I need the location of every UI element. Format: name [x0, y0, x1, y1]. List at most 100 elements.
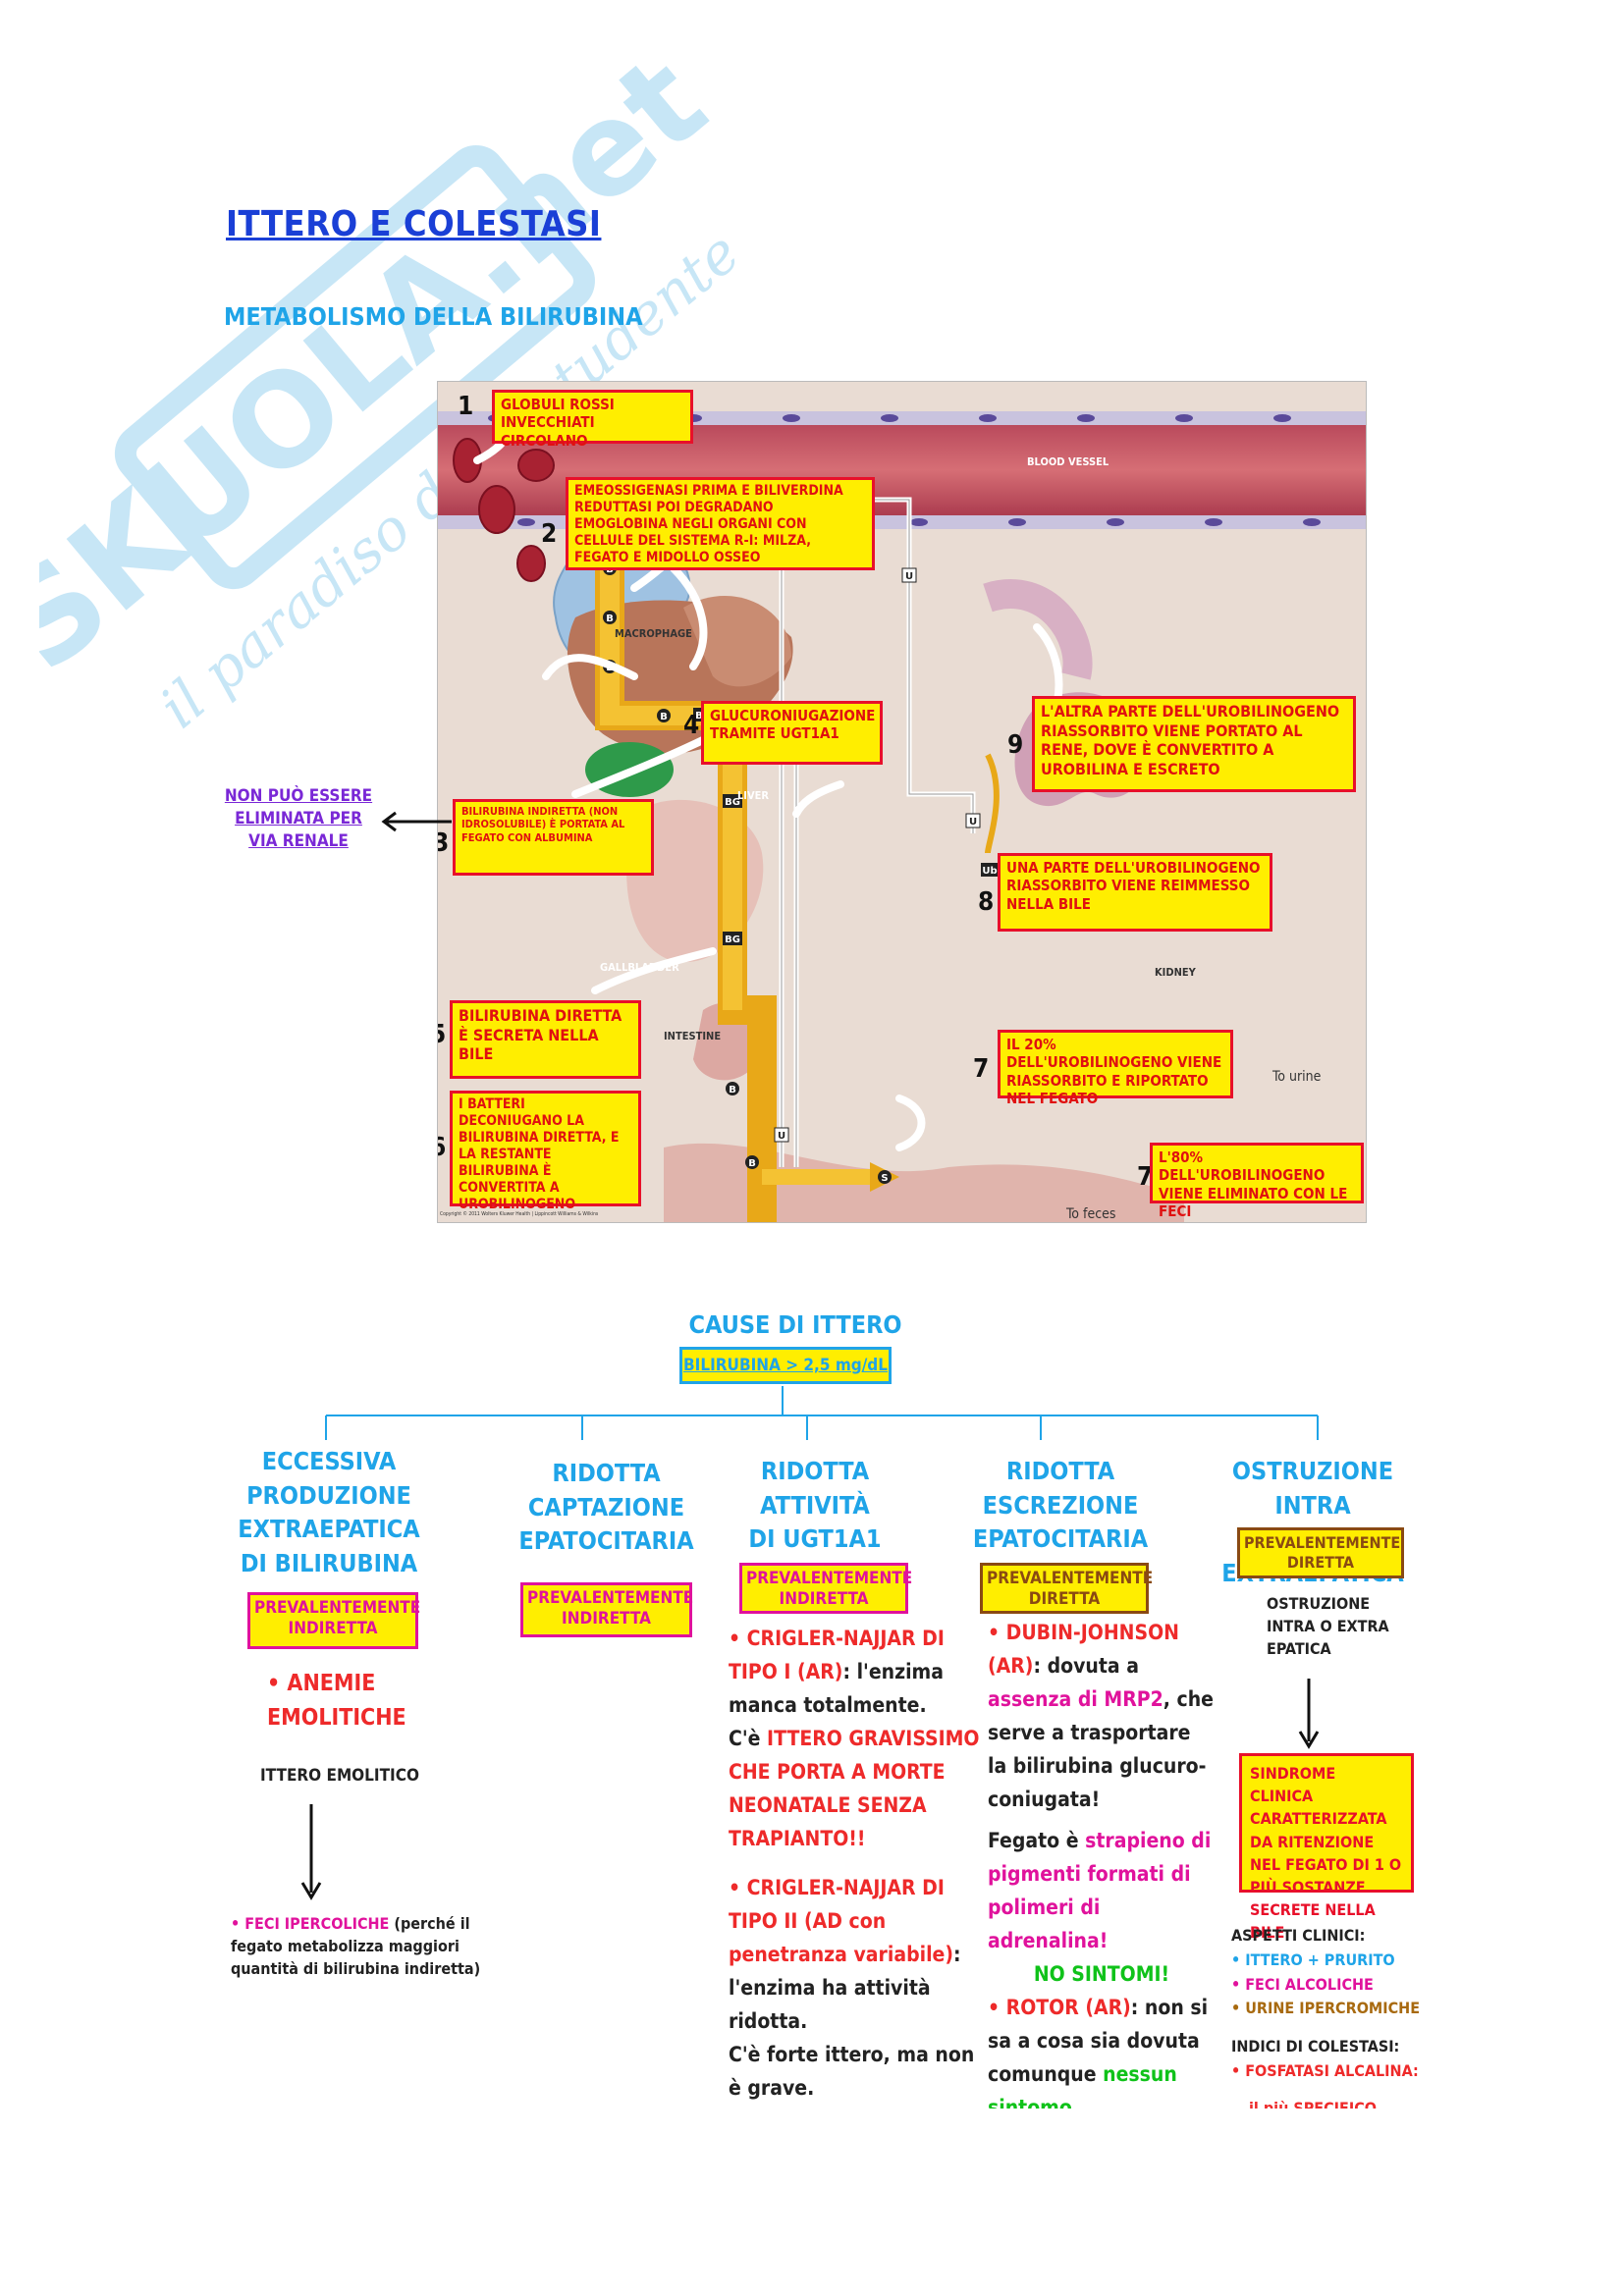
- indici-heading: INDICI DI COLESTASI:: [1231, 2037, 1400, 2056]
- aspetti-heading: ASPETTI CLINICI:: [1231, 1926, 1366, 1945]
- cn2-text: : l'enzima ha attività ridotta.: [729, 1943, 961, 2034]
- sindrome-box: SINDROME CLINICA CARATTERIZZATA DA RITEN…: [1239, 1753, 1414, 1942]
- side-note-renal: NON PUÒ ESSERE ELIMINATA PER VIA RENALE: [224, 786, 373, 851]
- cn1-text: : l'enzima manca totalmente.: [729, 1660, 944, 1718]
- prevalence-tag: PREVALENTEMENTE INDIRETTA: [520, 1582, 693, 1637]
- heading-line: ESCREZIONE: [982, 1490, 1139, 1520]
- urobilinogen-tube-kidney: [779, 497, 976, 1167]
- step-box: L'ALTRA PARTE DELL'UROBILINOGENO RIASSOR…: [1032, 696, 1356, 792]
- bilirubin-threshold: BILIRUBINA > 2,5 mg/dL: [679, 1347, 892, 1384]
- step-number: 2: [541, 519, 558, 549]
- label-to-feces: To feces: [1066, 1206, 1116, 1222]
- prevalence-tag: PREVALENTEMENTE INDIRETTA: [247, 1592, 420, 1649]
- label-kidney: KIDNEY: [1155, 966, 1196, 979]
- cn2-title: • CRIGLER-NAJJAR DI TIPO II (AD con pene…: [729, 1876, 953, 1967]
- token-u: U: [778, 1131, 785, 1142]
- indice-fosfatasi: • FOSFATASI ALCALINA:: [1231, 2060, 1419, 2080]
- label-to-urine: To urine: [1272, 1069, 1322, 1085]
- heading-line: RIDOTTA: [552, 1459, 661, 1487]
- arrow-down-icon: [300, 1804, 322, 1900]
- token-s: S: [881, 1173, 888, 1184]
- indice-cut-line: il più SPECIFICO: [1249, 2099, 1378, 2109]
- cn1-c: C'è: [729, 1727, 768, 1751]
- cause-heading: ECCESSIVA PRODUZIONE EXTRAEPATICA DI BIL…: [236, 1445, 422, 1580]
- step-box: EMEOSSIGENASI PRIMA E BILIVERDINA REDUTT…: [566, 477, 875, 570]
- step-box: GLOBULI ROSSI INVECCHIATI CIRCOLANO: [492, 390, 693, 450]
- token-bg: BG: [725, 797, 740, 808]
- heading-line: RIDOTTA: [1005, 1457, 1115, 1485]
- copyright-note: Copyright © 2011 Wolters Kluwer Health |…: [440, 1211, 599, 1217]
- step-box: L'80% DELL'UROBILINOGENO VIENE ELIMINATO…: [1150, 1143, 1364, 1220]
- heading-line: EXTRAEPATICA: [238, 1515, 420, 1543]
- bilirubin-diagram: B B B B BG BG BG B B U U U Ub S B: [437, 381, 1367, 1223]
- heading-line: EPATOCITARIA: [972, 1524, 1149, 1553]
- heading-line: ECCESSIVA: [261, 1447, 397, 1475]
- dubin-johnson: • DUBIN-JOHNSON (AR): dovuta a assenza d…: [988, 1616, 1216, 1816]
- fegato-strapieno: Fegato è strapieno di pigmenti formati d…: [988, 1824, 1216, 1957]
- f-a: Fegato è: [988, 1829, 1086, 1853]
- step-number: 9: [1007, 730, 1024, 760]
- cn1-title: • CRIGLER-NAJJAR DI TIPO I (AR): [729, 1627, 945, 1684]
- heading-line: CAPTAZIONE: [527, 1492, 685, 1522]
- cause-heading: RIDOTTA CAPTAZIONE EPATOCITARIA: [511, 1457, 702, 1559]
- dj-b: , che serve a trasportare la bilirubina …: [988, 1687, 1214, 1812]
- step-number: 3: [438, 828, 449, 858]
- heading-line: ATTIVITÀ: [760, 1490, 870, 1520]
- dj-title: • DUBIN-JOHNSON (AR): [988, 1621, 1179, 1679]
- cn1-grave: ITTERO GRAVISSIMO CHE PORTA A MORTE NEON…: [729, 1727, 980, 1851]
- step-number: 4: [683, 711, 700, 740]
- step-box: IL 20% DELL'UROBILINOGENO VIENE RIASSORB…: [998, 1030, 1233, 1107]
- dj-mrp: assenza di MRP2: [988, 1687, 1163, 1712]
- cause-heading: RIDOTTA ATTIVITÀ DI UGT1A1: [727, 1455, 903, 1557]
- step-number: 1: [458, 392, 474, 421]
- step-box: UNA PARTE DELL'UROBILINOGENO RIASSORBITO…: [998, 853, 1272, 932]
- token-bg: BG: [725, 934, 740, 945]
- heading-line: RIDOTTA: [760, 1457, 870, 1485]
- token-u: U: [905, 571, 913, 582]
- heading-line: OSTRUZIONE INTRA: [1231, 1457, 1394, 1520]
- label-gallbladder: GALLBLADDER: [600, 961, 679, 974]
- causes-title: CAUSE DI ITTERO: [688, 1310, 902, 1339]
- rotor: • ROTOR (AR): non si sa a cosa sia dovut…: [988, 1991, 1216, 2124]
- dj-a: : dovuta a: [1033, 1654, 1139, 1679]
- heading-line: EPATOCITARIA: [518, 1526, 694, 1555]
- rotor-title: • ROTOR (AR): [988, 1996, 1131, 2020]
- step-number: 5: [438, 1020, 446, 1049]
- token-b: B: [606, 614, 614, 624]
- aspetto-feci: • FECI ALCOLICHE: [1231, 1974, 1374, 1994]
- label-intestine: INTESTINE: [664, 1030, 722, 1042]
- label-liver: LIVER: [737, 789, 770, 802]
- f-strap: strapieno di pigmenti formati di polimer…: [988, 1829, 1212, 1953]
- crigler-najjar-2: • CRIGLER-NAJJAR DI TIPO II (AD con pene…: [729, 1871, 986, 2038]
- feci-text: (perché il fegato metabolizza maggiori q…: [231, 1914, 481, 1979]
- heading-line: DI BILIRUBINA: [240, 1548, 418, 1577]
- step-box: GLUCURONIUGAZIONE TRAMITE UGT1A1: [701, 701, 883, 765]
- no-sintomi: NO SINTOMI!: [1033, 1962, 1170, 1987]
- token-b: B: [748, 1158, 756, 1169]
- label-blood-vessel: BLOOD VESSEL: [1027, 455, 1109, 468]
- step-box: BILIRUBINA INDIRETTA (NON IDROSOLUBILE) …: [453, 799, 654, 876]
- heading-line: PRODUZIONE: [246, 1480, 411, 1510]
- label-macrophage: MACROPHAGE: [615, 627, 692, 640]
- feci-ipercoliche: • FECI IPERCOLICHE: [231, 1914, 390, 1933]
- col1-bullet: • ANEMIE EMOLITICHE: [267, 1671, 406, 1731]
- step-number: 8: [978, 887, 995, 917]
- section-subtitle: METABOLISMO DELLA BILIRUBINA: [224, 302, 643, 331]
- arrow-down-icon: [1298, 1679, 1320, 1749]
- page-title: ITTERO E COLESTASI: [226, 204, 602, 244]
- step-number: 7: [1137, 1162, 1154, 1192]
- prevalence-tag: PREVALENTEMENTE DIRETTA: [980, 1563, 1153, 1614]
- aspetto-urine: • URINE IPERCROMICHE: [1231, 1999, 1421, 2018]
- cn1-severity: C'è ITTERO GRAVISSIMO CHE PORTA A MORTE …: [729, 1722, 986, 1855]
- prevalence-tag: PREVALENTEMENTE INDIRETTA: [739, 1563, 912, 1614]
- prevalence-tag: PREVALENTEMENTE DIRETTA: [1237, 1527, 1404, 1578]
- aspetto-ittero: • ITTERO + PRURITO: [1231, 1949, 1395, 1969]
- col1-type: ITTERO EMOLITICO: [260, 1766, 419, 1786]
- step-box: BILIRUBINA DIRETTA È SECRETA NELLA BILE: [450, 1000, 641, 1079]
- rotor-a: : non si sa a cosa sia dovuta comunque: [988, 1996, 1209, 2087]
- token-ub: Ub: [982, 866, 997, 877]
- col5-ostruzione: OSTRUZIONE INTRA O EXTRA EPATICA: [1267, 1594, 1389, 1659]
- page-bottom-margin: [0, 2109, 1623, 2296]
- cause-heading: RIDOTTA ESCREZIONE EPATOCITARIA: [972, 1455, 1149, 1557]
- step-number: 7: [973, 1054, 990, 1084]
